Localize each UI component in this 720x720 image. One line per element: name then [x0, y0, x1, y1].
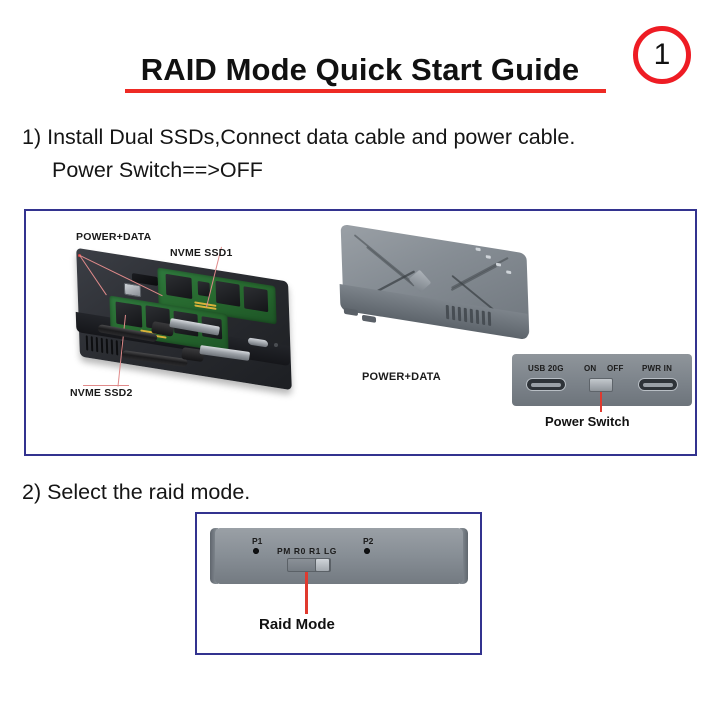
label-pwr-in: PWR IN [642, 364, 673, 373]
callout-nvme-ssd1: NVME SSD1 [170, 247, 233, 259]
raid-mode-switch-knob[interactable] [315, 558, 330, 572]
label-switch-off: OFF [607, 364, 624, 373]
callout-power-data-top: POWER+DATA [76, 231, 152, 243]
power-switch-caption: Power Switch [545, 414, 630, 429]
raid-mode-caption: Raid Mode [259, 616, 335, 633]
raid-mode-leader-line [305, 572, 308, 614]
power-switch-leader-line [600, 392, 602, 412]
figure-2-content: P1 PM R0 R1 LG P2 Raid Mode [197, 514, 480, 653]
callout-power-data-cable: POWER+DATA [362, 371, 441, 383]
page-title: RAID Mode Quick Start Guide [0, 52, 720, 88]
step-number-text: 1 [653, 38, 671, 71]
label-raid-modes: PM R0 R1 LG [277, 546, 337, 556]
step-number-badge: 1 [633, 26, 691, 84]
port-panel-closeup: USB 20G ON OFF PWR IN [512, 354, 692, 416]
power-switch-slider[interactable] [589, 378, 613, 392]
closed-enclosure-illustration [326, 223, 541, 389]
step-1-line-2: Power Switch==>OFF [52, 158, 263, 182]
label-led-p2: P2 [363, 536, 374, 546]
enclosure-screw [274, 343, 278, 347]
open-enclosure-illustration [70, 243, 300, 393]
led-indicator-p1 [253, 548, 259, 554]
callout-nvme-ssd2: NVME SSD2 [70, 387, 133, 399]
page-title-text: RAID Mode Quick Start Guide [140, 52, 580, 87]
step-1-line-1: 1) Install Dual SSDs,Connect data cable … [22, 125, 576, 149]
usb-20g-port [526, 378, 566, 391]
step-2-line-1: 2) Select the raid mode. [22, 480, 251, 504]
figure-panel-install: POWER+DATA NVME SSD1 NVME SSD2 POWER+DAT… [24, 209, 697, 456]
label-usb-20g: USB 20G [528, 364, 564, 373]
label-switch-on: ON [584, 364, 597, 373]
figure-panel-raid-mode: P1 PM R0 R1 LG P2 Raid Mode [195, 512, 482, 655]
raid-panel-right-edge [460, 528, 468, 584]
pwr-in-port [638, 378, 678, 391]
title-underline-rule [125, 89, 606, 93]
figure-1-content: POWER+DATA NVME SSD1 NVME SSD2 POWER+DAT… [26, 211, 695, 454]
raid-panel-face [215, 528, 463, 584]
raid-panel-left-edge [210, 528, 218, 584]
led-indicator-p2 [364, 548, 370, 554]
label-led-p1: P1 [252, 536, 263, 546]
leader-line-ssd2-base [83, 385, 129, 386]
